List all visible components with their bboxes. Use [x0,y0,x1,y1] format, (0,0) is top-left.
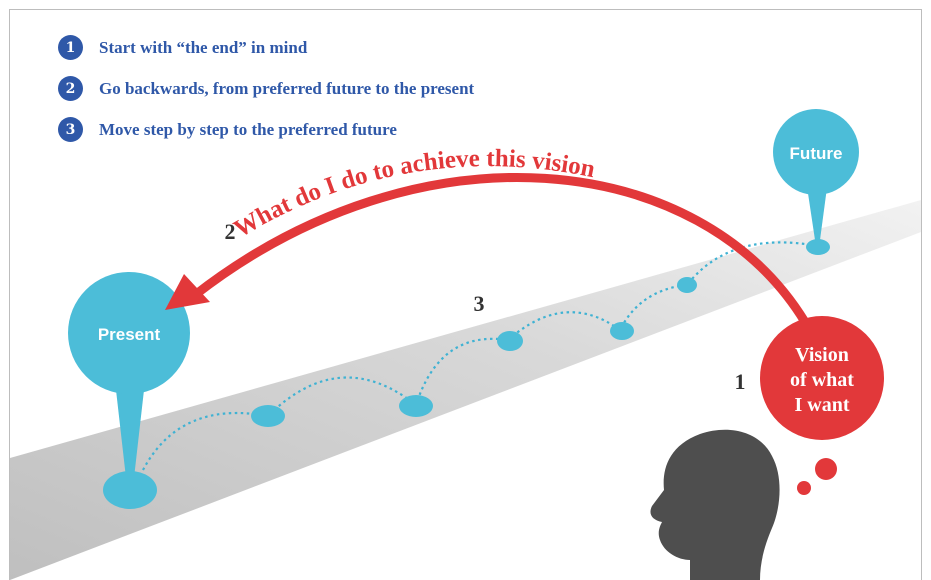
road-band [10,200,921,580]
step-text: Start with “the end” in mind [99,37,308,57]
step-item: 2 Go backwards, from preferred future to… [58,75,474,102]
dotted-step-path [142,241,819,471]
present-label: Present [98,325,161,344]
step-item: 3 Move step by step to the preferred fut… [58,116,474,143]
thought-bubble-small [797,481,811,495]
vision-line-2: of what [790,369,854,391]
backward-arrowhead [165,274,210,310]
head-icon [650,429,780,580]
present-pin-icon [68,272,190,509]
step-number-badge: 3 [58,117,83,142]
future-label: Future [790,144,843,163]
step-number-badge: 1 [58,35,83,60]
step-oval [251,405,285,427]
step-oval [677,277,697,293]
step-oval [806,239,830,255]
step-oval [610,322,634,340]
step-oval [497,331,523,351]
thought-bubble-medium [815,458,837,480]
frame-border [9,9,922,580]
thought-bubble-large [760,316,884,440]
step-item: 1 Start with “the end” in mind [58,34,474,61]
step-text: Go backwards, from preferred future to t… [99,78,475,98]
vision-line-1: Vision [795,344,849,366]
future-pin-icon [773,109,859,240]
backward-arrow [190,173,810,327]
vision-line-3: I want [794,394,849,416]
vision-number: 1 [735,369,746,394]
step-number-badge: 2 [58,76,83,101]
path-number: 3 [474,291,485,316]
step-oval [399,395,433,417]
steps-list: 1 Start with “the end” in mind 2 Go back… [58,34,474,157]
step-text: Move step by step to the preferred futur… [99,119,397,139]
arrow-number: 2 [225,219,236,244]
arrow-label: What do I do to achieve this vision [229,145,597,243]
